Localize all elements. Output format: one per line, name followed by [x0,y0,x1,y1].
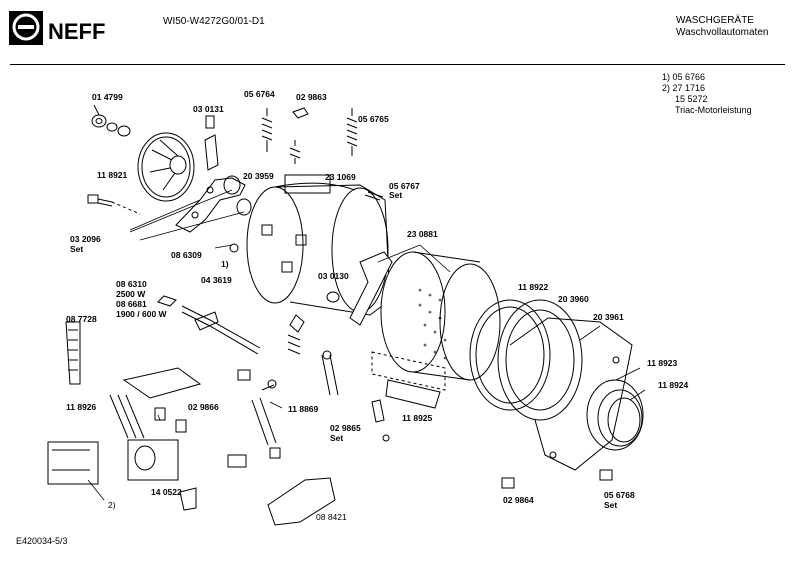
part-label: 11 8923 [647,358,678,368]
set-label: Set [389,190,403,200]
part-label: 08 6310 [116,279,147,289]
set-label: Set [604,500,618,510]
part-label: 11 8926 [66,402,97,412]
part-label: 05 6764 [244,89,275,99]
neff-logo: NEFF [8,10,108,48]
power-label: 2500 W [116,289,146,299]
part-label: 20 3960 [558,294,589,304]
category-title: WASCHGERÄTE [676,15,754,26]
part-label: 05 6765 [358,114,389,124]
shock-absorbers [237,314,339,459]
set-label: Set [70,244,84,254]
part-label: 05 6768 [604,490,635,500]
footnote-3: 15 5272 [675,94,708,104]
seal-rings [469,299,644,471]
part-label: 11 8924 [658,380,689,390]
part-label: 01 4799 [92,92,123,102]
part-label: 02 9865 [330,423,361,433]
part-label: 02 9864 [503,495,534,505]
ref-label: 2) [108,500,116,510]
part-label: 11 8869 [288,404,319,414]
footnote-1: 1) 05 6766 [662,72,706,82]
part-label: 20 3961 [593,312,624,322]
part-label: 03 0130 [318,271,349,281]
bolt-part [87,194,141,215]
bearing-part [91,104,131,137]
header-rule [10,64,785,65]
footnotes: 1) 05 6766 2) 27 1716 15 5272 Triac-Moto… [662,72,752,116]
set-label: Set [330,433,344,443]
part-label: 08 8421 [316,512,347,522]
part-label: 02 9866 [188,402,219,412]
part-label: 04 3619 [201,275,232,285]
part-label: 03 0131 [193,104,224,114]
part-label: 11 8921 [97,170,128,180]
springs [261,107,358,164]
bearing-rings [223,175,252,253]
footnote-2: 2) 27 1716 [662,83,706,93]
footnote-4: Triac-Motorleistung [675,105,752,115]
ref-label: 1) [221,259,229,269]
part-label: 08 6309 [171,250,202,260]
part-label: 23 1069 [325,172,356,182]
drawing-reference: E420034-5/3 [16,536,68,546]
part-label: 23 0881 [407,229,438,239]
part-label: 05 6767 [389,181,420,191]
drive-pulley [137,132,195,202]
leader-lines [87,189,646,501]
pump-rail [371,351,613,489]
part-label: 11 8922 [518,282,549,292]
category-subtitle: Waschvollautomaten [676,27,769,38]
part-label: 03 2096 [70,234,101,244]
part-label: 20 3959 [243,171,274,181]
document-code: WI50-W4272G0/01-D1 [163,16,265,27]
part-label: 14 0522 [151,487,182,497]
inner-drum [349,251,501,381]
heater-assembly [65,295,261,439]
part-label: 08 7728 [66,314,97,324]
part-label: 11 8925 [402,413,433,423]
part-label: 02 9863 [296,92,327,102]
brand-text: NEFF [48,19,105,44]
power-label: 1900 / 600 W [116,309,167,319]
part-label: 08 6681 [116,299,147,309]
motor-control [47,407,336,526]
